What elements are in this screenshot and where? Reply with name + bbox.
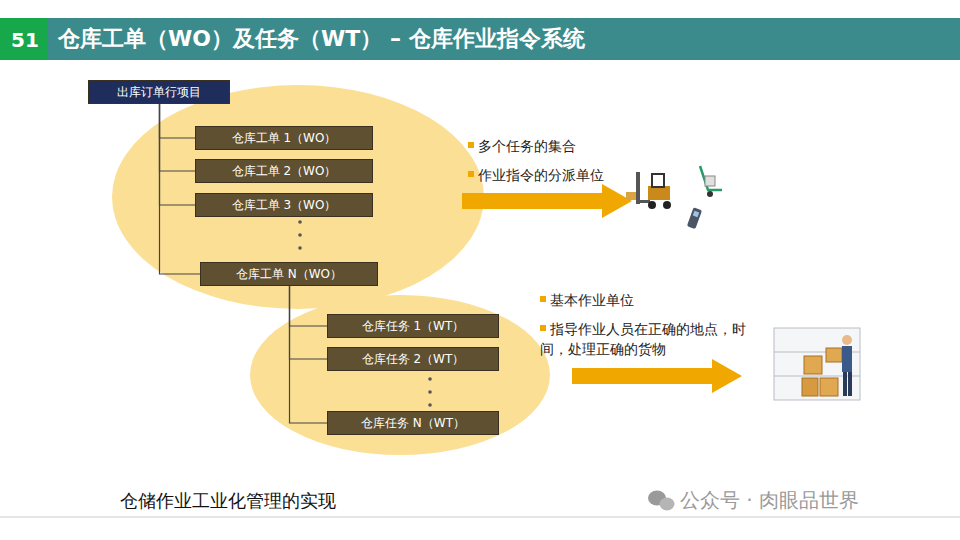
note-text-text: 基本作业单位 [550,292,634,308]
note-text-text: 作业指令的分派单位 [478,167,604,183]
caption: 仓储作业工业化管理的实现 [120,488,336,514]
bullet-square [540,325,546,331]
hand-truck-icon [700,166,722,197]
tree-connector [160,104,196,205]
scanner-icon [687,207,702,229]
box-label: 仓库工单 N（WO） [236,266,342,283]
note-text-text: 指导作业人员在正确的地点，时间，处理正确的货物 [540,321,746,357]
watermark-text: 公众号 · 肉眼品世界 [680,488,859,512]
flow-arrow [572,359,742,393]
box-label: 仓库工单 2（WO） [232,163,337,180]
bullet-square [540,296,546,302]
work-order-box: 仓库工单 2（WO） [195,159,373,183]
note-text: 作业指令的分派单位 [468,165,688,185]
page-number-text: 51 [11,28,39,52]
wt-ellipse [250,295,550,455]
work-order-box: 仓库工单 3（WO） [195,193,373,217]
title-bar [0,18,960,60]
shelf-worker-icon [774,328,860,400]
bullet-square [468,142,474,148]
box-label: 出库订单行项目 [117,84,201,101]
tree-connector [160,104,201,274]
slide-title: 仓库工单（WO）及任务（WT） – 仓库作业指令系统 [58,24,585,54]
box-label: 仓库任务 1（WT） [362,318,465,335]
page-number: 51 [10,27,40,53]
tree-connector [290,286,328,326]
order-item-box: 出库订单行项目 [88,80,230,104]
watermark: 公众号 · 肉眼品世界 [680,487,950,513]
bullet-square [468,171,474,177]
box-label: 仓库任务 2（WT） [362,351,465,368]
page-number-box [0,18,48,60]
note-text: 多个任务的集合 [468,136,688,156]
note-text-text: 多个任务的集合 [478,138,576,154]
tree-connector [290,286,328,423]
note-text: 基本作业单位 [540,290,760,310]
warehouse-task-box: 仓库任务 1（WT） [327,314,499,338]
forklift-icon [626,172,671,209]
flow-arrow [462,184,632,218]
tree-connector [160,104,196,138]
box-label: 仓库工单 3（WO） [232,197,337,214]
box-label: 仓库工单 1（WO） [232,130,337,147]
tree-connector [160,104,196,171]
warehouse-task-box: 仓库任务 N（WT） [327,411,499,435]
footer-rule [0,517,960,518]
warehouse-task-box: 仓库任务 2（WT） [327,347,499,371]
tree-connector [290,286,328,359]
wo-ellipse [112,85,484,309]
work-order-box: 仓库工单 1（WO） [195,126,373,150]
wechat-icon [648,491,675,511]
work-order-box: 仓库工单 N（WO） [200,262,378,286]
box-label: 仓库任务 N（WT） [361,415,465,432]
note-text: 指导作业人员在正确的地点，时间，处理正确的货物 [540,319,770,359]
